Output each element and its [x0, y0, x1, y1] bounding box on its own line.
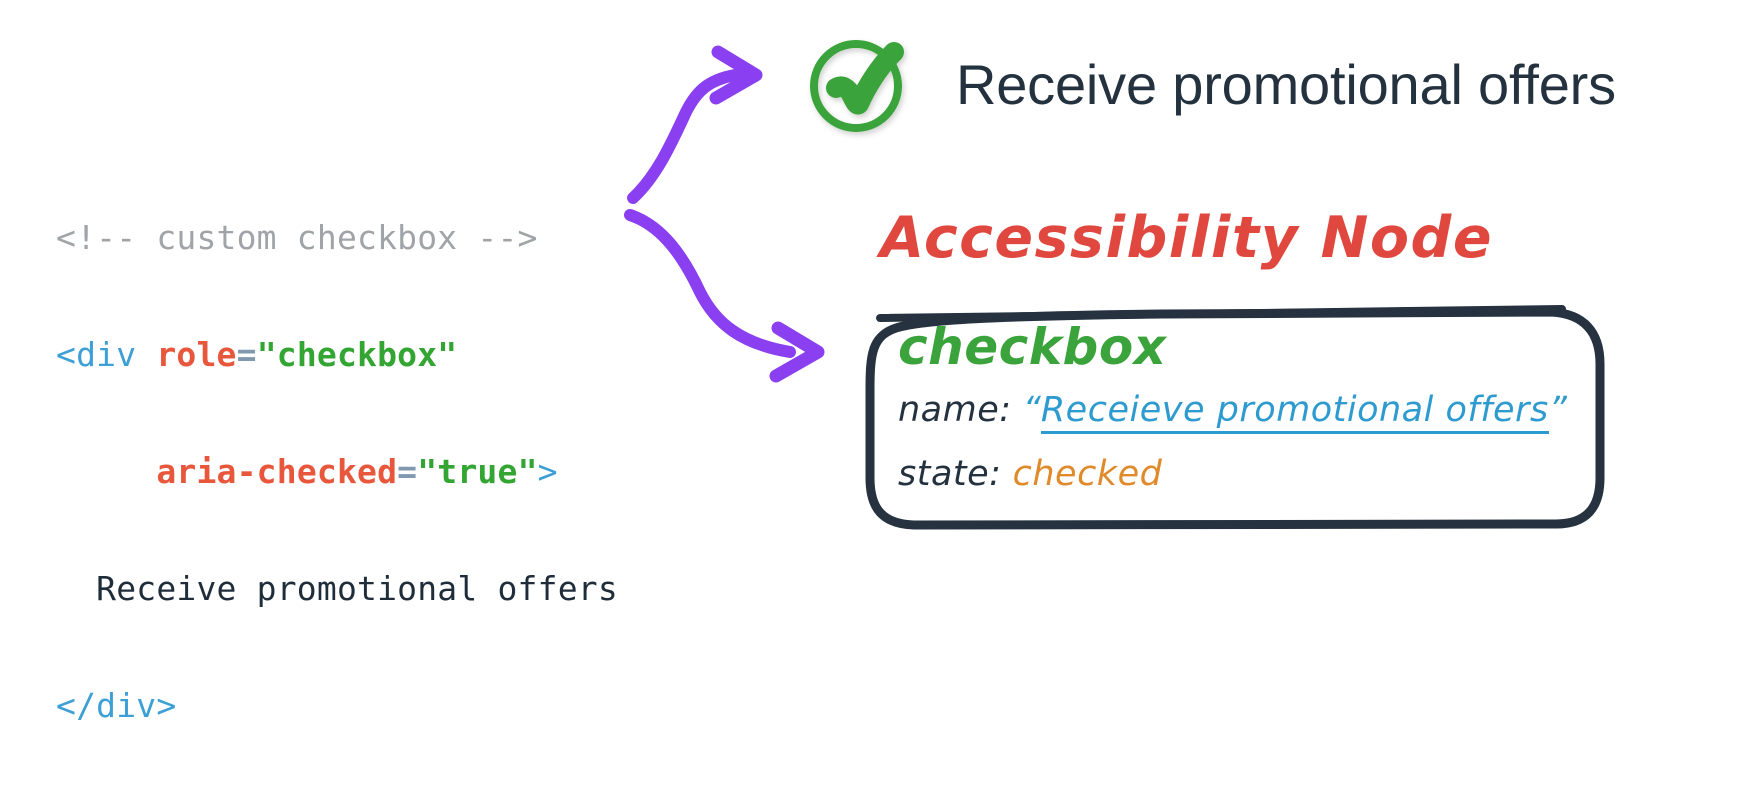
node-property-name-key: name: — [898, 390, 1012, 430]
checkmark-circle-icon[interactable] — [806, 32, 910, 136]
code-indent — [56, 452, 156, 491]
rendered-checkbox-label: Receive promotional offers — [956, 52, 1616, 116]
code-token-equals-aria: = — [397, 452, 418, 491]
node-property-state-key: state: — [898, 454, 1002, 494]
open-quote: “ — [1022, 390, 1041, 430]
rendered-checkbox-row[interactable]: Receive promotional offers — [806, 32, 1616, 136]
code-token-equals-role: = — [236, 335, 257, 374]
node-role-value: checkbox — [898, 318, 1167, 376]
code-token-attr-role: role — [156, 335, 237, 374]
accessibility-node-title: Accessibility Node — [880, 205, 1493, 271]
node-card-border — [865, 305, 1605, 530]
node-property-name: name: “Receieve promotional offers” — [898, 378, 1578, 442]
code-line-comment: <!-- custom checkbox --> — [56, 218, 618, 257]
arrow-to-rendered-checkbox-icon — [627, 45, 763, 204]
code-token-value-checkbox: "checkbox" — [256, 335, 458, 374]
code-token-value-true: "true" — [417, 452, 538, 491]
code-token-gt: > — [537, 452, 558, 491]
code-token-inner-text: Receive promotional offers — [56, 569, 618, 608]
code-line-aria-checked: aria-checked="true"> — [56, 452, 618, 491]
arrow-to-accessibility-node-icon — [624, 209, 825, 383]
diagram-canvas: <!-- custom checkbox --> <div role="chec… — [56, 32, 1616, 725]
code-token-div-close: </div> — [56, 686, 177, 725]
code-line-close-tag: </div> — [56, 686, 618, 725]
code-token-div-open: <div — [56, 335, 157, 374]
node-property-state: state: checked — [898, 442, 1578, 506]
node-property-name-value: Receieve promotional offers — [1040, 390, 1549, 434]
code-line-open-tag: <div role="checkbox" — [56, 335, 618, 374]
accessibility-node-card: checkbox name: “Receieve promotional off… — [862, 302, 1608, 534]
node-property-state-value: checked — [1012, 454, 1163, 494]
code-token-attr-aria-checked: aria-checked — [156, 452, 398, 491]
node-card-content: checkbox name: “Receieve promotional off… — [898, 316, 1578, 520]
code-line-inner-text: Receive promotional offers — [56, 569, 618, 608]
code-token-comment: <!-- custom checkbox --> — [56, 218, 538, 257]
close-quote: ” — [1548, 390, 1567, 430]
code-snippet: <!-- custom checkbox --> <div role="chec… — [56, 140, 618, 803]
checkmark-circle-svg — [810, 40, 904, 132]
